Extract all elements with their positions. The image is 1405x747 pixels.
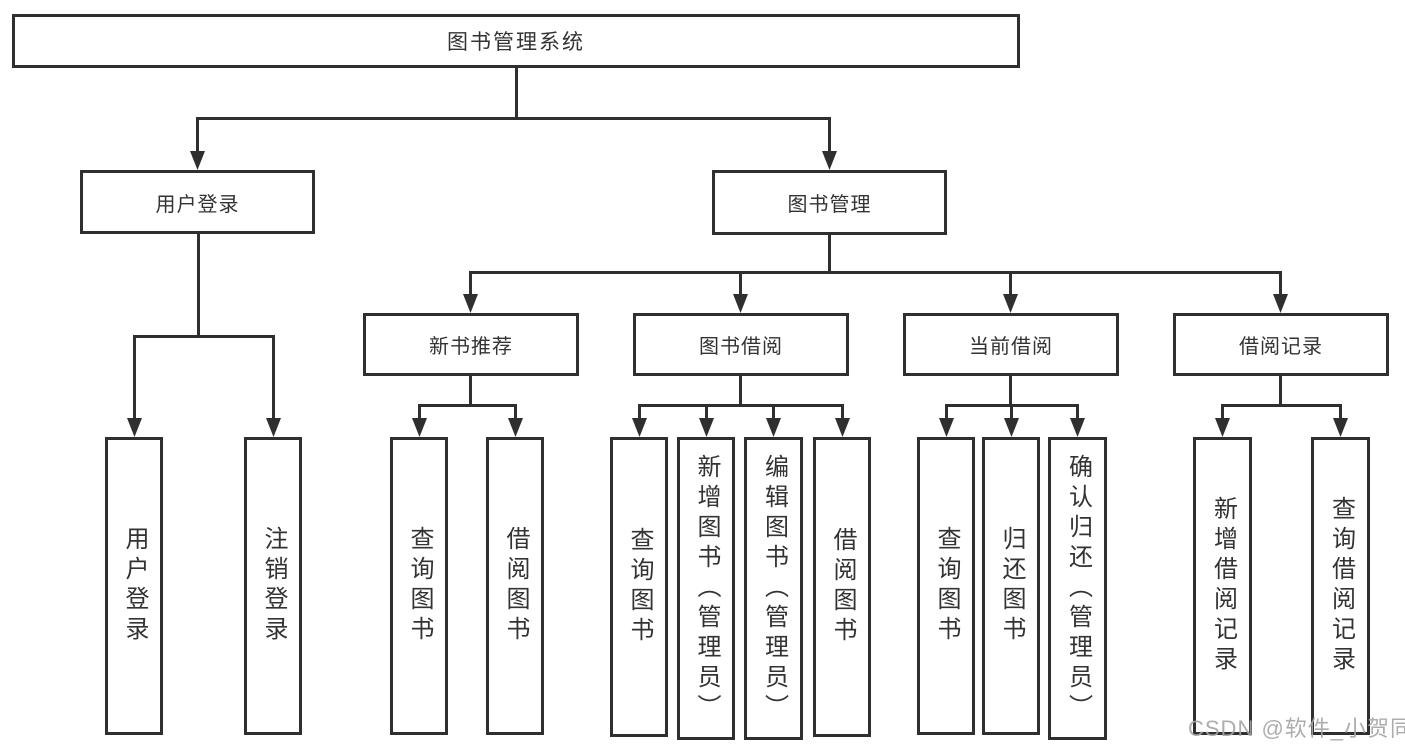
connector-new-book-children [418,376,517,419]
leaf-return-book-label: 归还图书 [998,526,1025,646]
leaf-query-book-borrow: 查询图书 [610,437,668,737]
connector-root-to-level2 [196,68,831,152]
leaf-query-book-borrow-label: 查询图书 [626,527,653,647]
leaf-add-borrow-record: 新增借阅记录 [1193,437,1252,735]
leaf-query-book-current: 查询图书 [917,437,975,735]
connector-book-management-children [469,235,1282,295]
leaf-query-borrow-record-label: 查询借阅记录 [1327,496,1355,676]
connector-user-login-children [133,233,275,419]
leaf-borrow-book-recommend-label: 借阅图书 [502,526,529,646]
csdn-watermark: CSDN @软件_小贺同学 [1188,716,1405,741]
leaf-borrow-book: 借阅图书 [813,437,871,737]
node-book-borrow-label: 图书借阅 [699,336,783,358]
leaf-query-borrow-record: 查询借阅记录 [1311,437,1370,735]
node-user-login-label: 用户登录 [155,193,240,216]
leaf-add-book-admin: 新增图书（管理员） [677,437,735,740]
node-borrow-records: 借阅记录 [1173,313,1389,376]
node-borrow-records-label: 借阅记录 [1239,336,1323,358]
leaf-edit-book-admin-label: 编辑图书（管理员） [760,453,788,724]
leaf-query-book-current-label: 查询图书 [933,526,960,646]
connector-book-borrow-children [638,376,844,419]
leaf-user-login: 用户登录 [105,437,163,735]
node-new-book-recommend: 新书推荐 [363,313,579,376]
leaf-query-book-recommend-label: 查询图书 [406,526,433,646]
node-new-book-recommend-label: 新书推荐 [429,336,513,358]
leaf-edit-book-admin: 编辑图书（管理员） [744,437,803,740]
leaf-confirm-return-admin: 确认归还（管理员） [1048,437,1107,740]
node-user-login: 用户登录 [80,170,315,234]
node-book-management-label: 图书管理 [787,194,872,216]
leaf-borrow-book-label: 借阅图书 [829,527,856,647]
node-root: 图书管理系统 [12,14,1020,68]
connector-current-borrow-children [945,376,1079,419]
node-book-management: 图书管理 [712,170,947,235]
node-root-label: 图书管理系统 [447,31,585,54]
leaf-query-book-recommend: 查询图书 [390,437,448,735]
leaf-logout-login-label: 注销登录 [260,526,287,646]
leaf-user-login-label: 用户登录 [121,526,148,646]
leaf-borrow-book-recommend: 借阅图书 [486,437,544,735]
node-book-borrow: 图书借阅 [633,313,849,376]
leaf-logout-login: 注销登录 [244,437,302,735]
node-current-borrow: 当前借阅 [903,313,1119,376]
leaf-confirm-return-admin-label: 确认归还（管理员） [1064,453,1092,724]
connector-borrow-records-children [1221,376,1342,419]
leaf-add-borrow-record-label: 新增借阅记录 [1209,496,1237,676]
node-current-borrow-label: 当前借阅 [969,336,1053,358]
leaf-add-book-admin-label: 新增图书（管理员） [693,453,720,724]
leaf-return-book: 归还图书 [982,437,1040,735]
